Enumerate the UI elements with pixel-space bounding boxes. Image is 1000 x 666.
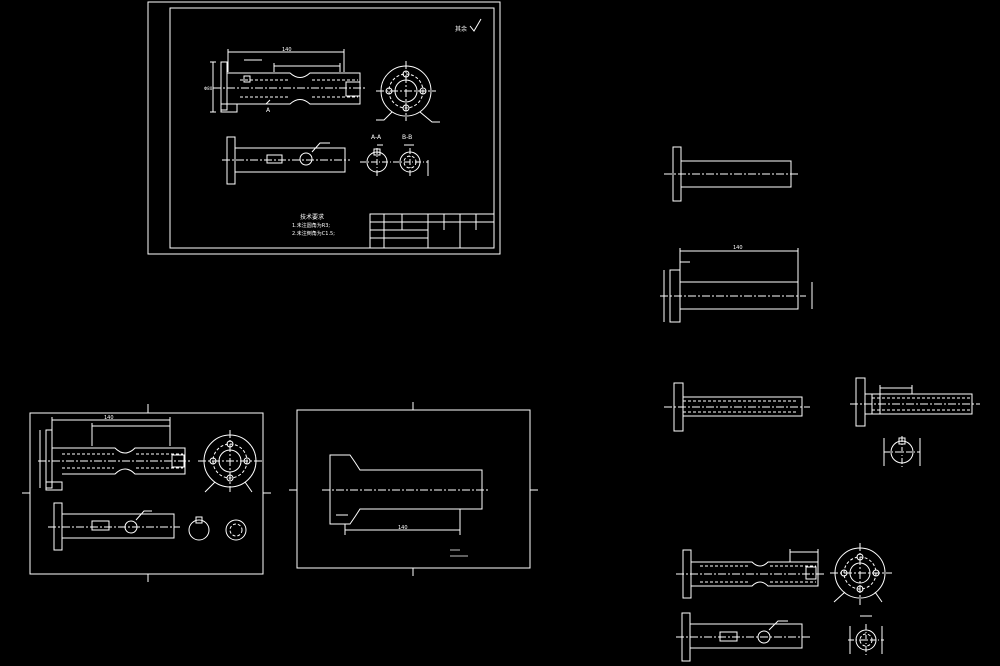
section-bb-label: B-B (402, 134, 412, 141)
copy-end-view (198, 430, 262, 493)
shaft-plan-view (222, 136, 350, 185)
svg-text:Φ80: Φ80 (204, 86, 213, 91)
copy-front-view: 140 (38, 415, 192, 491)
process-step-2: 140 (660, 245, 813, 323)
tech-requirements-title: 技术要求 (300, 213, 324, 221)
blank-outline (329, 454, 483, 525)
sheet-inner-border (169, 7, 495, 249)
tech-requirement-1: 1.未注圆角为R3; (292, 222, 330, 229)
copy-drawing-sheet: 140 (22, 404, 271, 582)
tech-requirement-2: 2.未注倒角为C1.5; (292, 230, 335, 237)
svg-text:140: 140 (104, 415, 114, 421)
sheet-outer-border (147, 1, 501, 255)
svg-text:140: 140 (282, 47, 292, 53)
main-drawing-sheet: 其余 140 Φ80 A (147, 1, 501, 255)
title-block (369, 213, 495, 249)
shaft-front-view: 140 Φ80 A (204, 47, 365, 114)
copy-plan-view (48, 502, 247, 551)
blank-drawing-sheet: 140 (289, 402, 538, 576)
svg-text:140: 140 (398, 525, 408, 531)
svg-text:140: 140 (733, 245, 743, 251)
process-step-1 (664, 146, 800, 202)
process-step-3 (664, 382, 810, 432)
process-step-4 (850, 377, 980, 468)
section-views: A-A B-B (360, 134, 429, 176)
process-step-5 (676, 543, 892, 662)
flange-end-view (376, 61, 440, 123)
section-aa-label: A-A (371, 134, 382, 141)
roughness-symbol-icon (469, 18, 482, 32)
roughness-note: 其余 (455, 25, 467, 33)
section-label-a: A (266, 107, 271, 114)
